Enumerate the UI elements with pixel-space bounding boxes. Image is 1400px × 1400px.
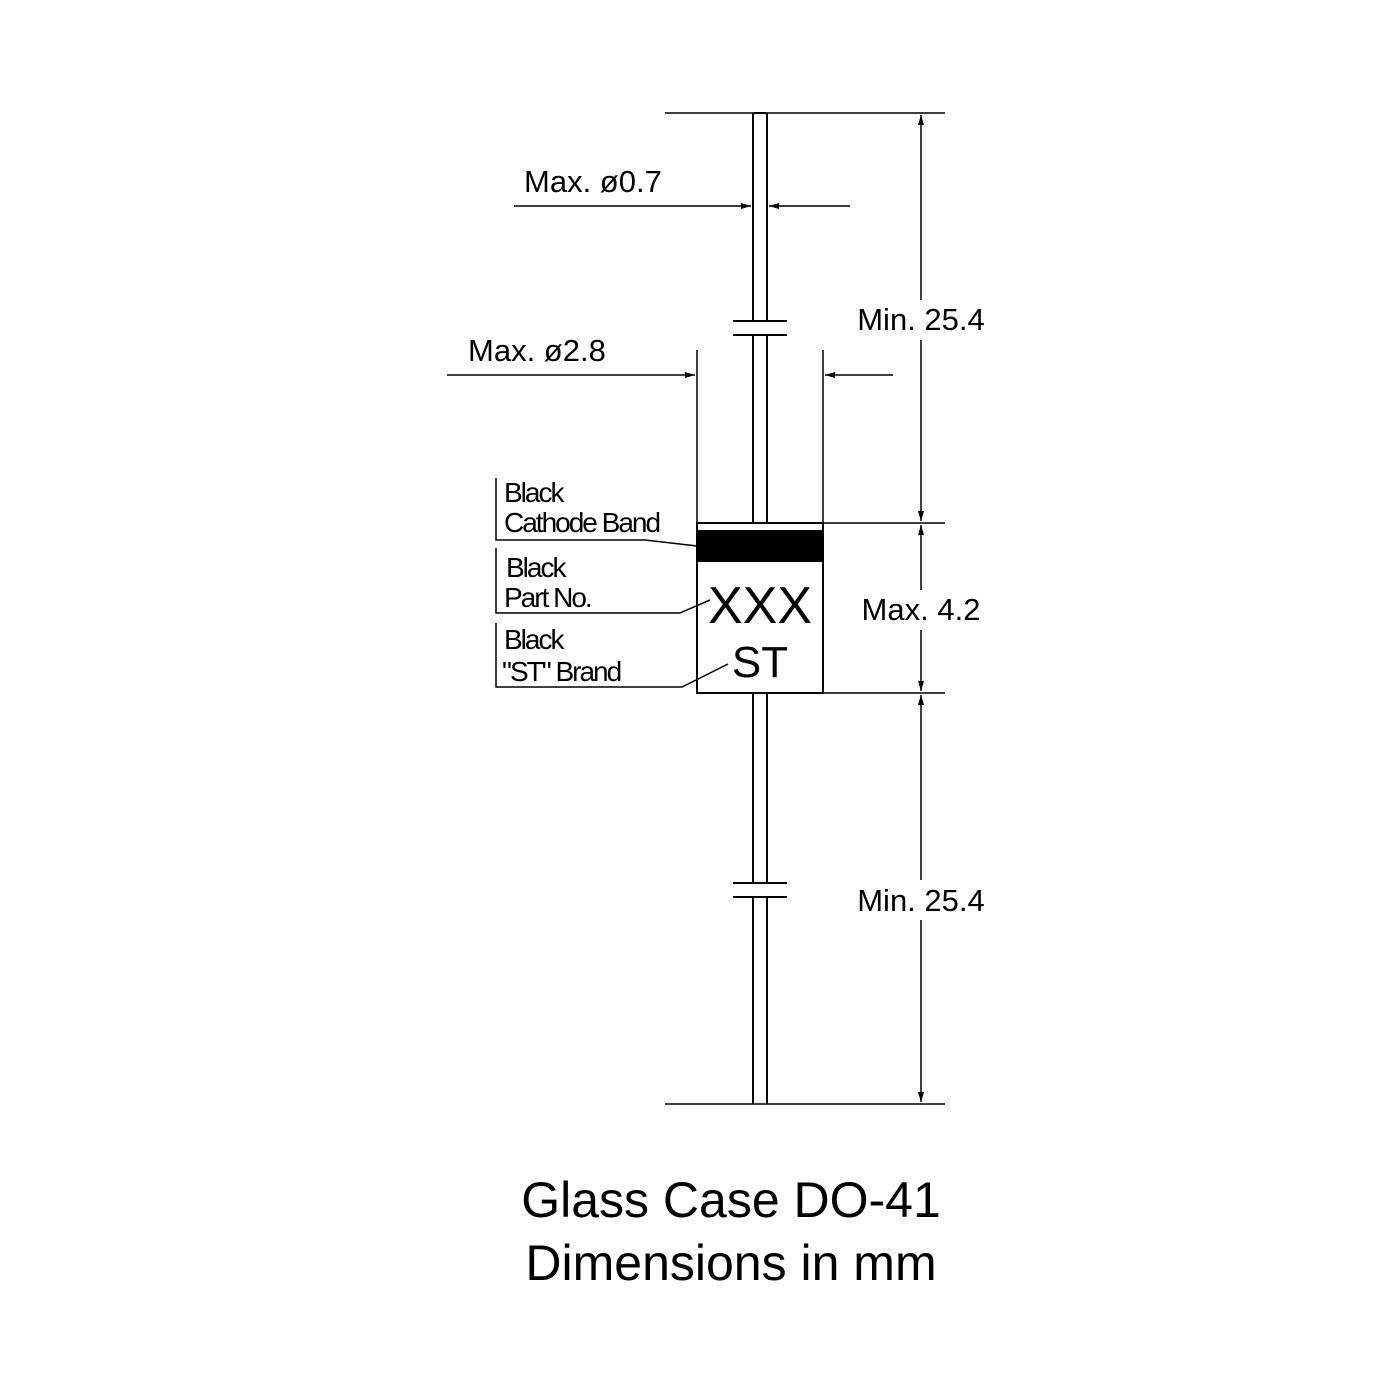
body-diameter-label: Max. ø2.8 [468, 333, 606, 368]
bottom-lead-length-label: Min. 25.4 [857, 883, 985, 918]
callout-part-no: Black Part No. [495, 548, 711, 614]
callout-cathode-band: Black Cathode Band [495, 477, 698, 547]
diameter-dimensions: Max. ø0.7 Max. ø2.8 [447, 164, 893, 378]
cathode-band [697, 530, 823, 562]
svg-text:Cathode Band: Cathode Band [504, 507, 659, 538]
callout-st-brand: Black "ST" Brand [495, 623, 729, 688]
top-lead-length-label: Min. 25.4 [857, 302, 985, 337]
svg-text:Black: Black [504, 477, 565, 508]
extension-lines [665, 112, 945, 1105]
svg-text:Part No.: Part No. [504, 582, 591, 613]
lead-diameter-label: Max. ø0.7 [524, 164, 662, 199]
brand-marking: ST [732, 638, 788, 687]
svg-text:"ST" Brand: "ST" Brand [502, 656, 621, 687]
svg-text:Black: Black [504, 624, 565, 655]
body-length-label: Max. 4.2 [862, 592, 981, 627]
top-lead [733, 112, 787, 523]
caption-units: Dimensions in mm [525, 1235, 936, 1291]
part-marking: XXX [708, 577, 812, 635]
bottom-lead [733, 693, 787, 1104]
length-dimensions: Min. 25.4 Max. 4.2 Min. 25.4 [857, 115, 985, 1102]
svg-text:Black: Black [506, 552, 567, 583]
caption-title: Glass Case DO-41 [521, 1172, 941, 1228]
diode-body: XXX ST [696, 522, 824, 694]
